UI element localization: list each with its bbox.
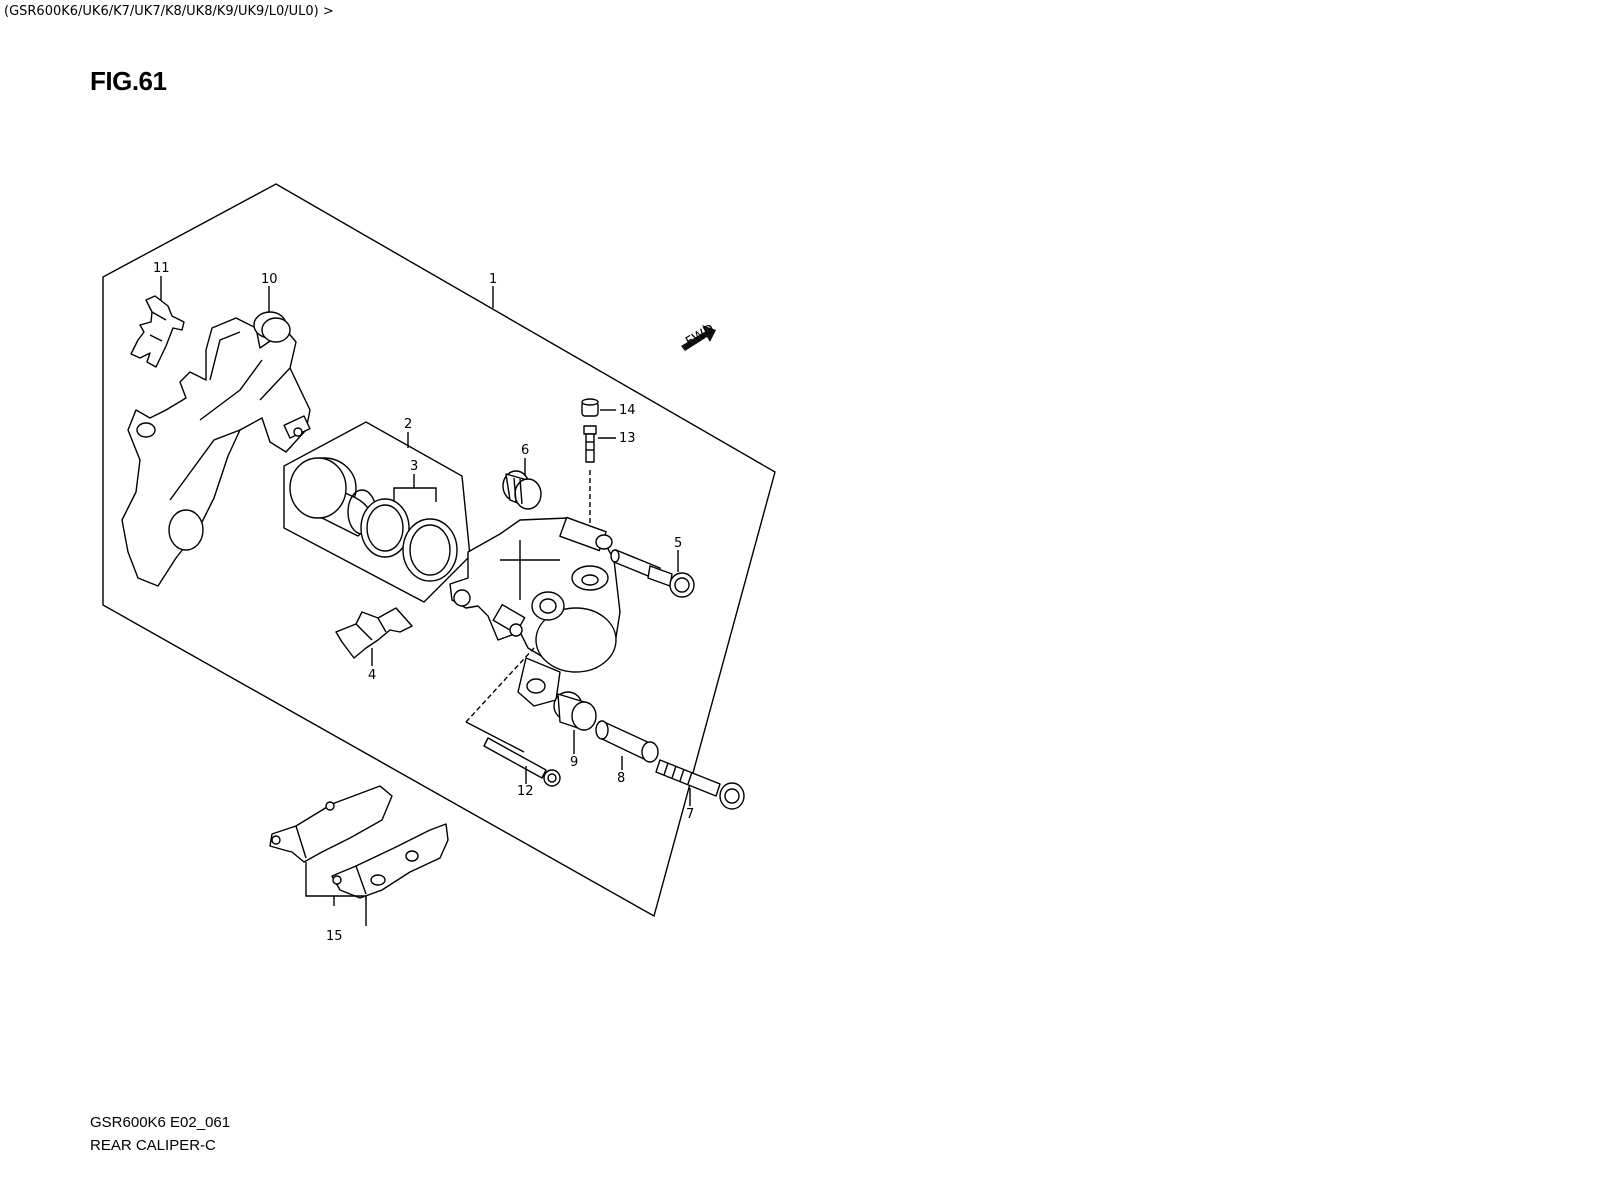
diagram-name: REAR CALIPER-C <box>90 1137 216 1154</box>
bleeder-cap-part <box>581 398 599 417</box>
dust-seal-part <box>402 518 458 582</box>
assembly-outline <box>102 183 776 918</box>
callout-1: 1 <box>489 272 497 287</box>
callout-15: 15 <box>326 929 343 944</box>
callout-13: 13 <box>619 431 636 446</box>
bleeder-valve-part <box>583 425 597 463</box>
sleeve-part <box>595 720 659 763</box>
callout-12: 12 <box>517 784 534 799</box>
pad-spring-clip-part <box>130 295 185 368</box>
callout-3: 3 <box>410 459 418 474</box>
callout-10: 10 <box>261 272 278 287</box>
piston-seal-part <box>360 498 410 558</box>
pad-retainer-spring-part <box>335 607 413 659</box>
callout-8: 8 <box>617 771 625 786</box>
pad-pin-part <box>483 737 561 787</box>
breadcrumb: (GSR600K6/UK6/K7/UK7/K8/UK8/K9/UK9/L0/UL… <box>4 4 334 19</box>
diagram-code: GSR600K6 E02_061 <box>90 1114 231 1131</box>
leader-lines <box>160 276 691 926</box>
callout-5: 5 <box>674 536 682 551</box>
callout-7: 7 <box>686 807 694 822</box>
figure-title: FIG.61 <box>90 66 167 96</box>
callout-9: 9 <box>570 755 578 770</box>
callout-4: 4 <box>368 668 376 683</box>
caliper-bracket-part <box>121 311 311 587</box>
fwd-label: FWD <box>683 322 717 350</box>
slide-pin-bolt-upper-part <box>610 549 695 598</box>
fwd-arrow-icon: FWD <box>681 322 717 351</box>
callouts: 1 2 3 4 5 6 7 8 9 10 11 12 13 14 15 <box>153 261 694 944</box>
callout-11: 11 <box>153 261 170 276</box>
brake-pad-rear-part <box>269 785 393 863</box>
caliper-body-part <box>449 516 621 707</box>
slide-pin-bolt-lower-part <box>655 759 745 810</box>
callout-14: 14 <box>619 403 636 418</box>
callout-6: 6 <box>521 443 529 458</box>
piston-part <box>289 457 377 537</box>
callout-2: 2 <box>404 417 412 432</box>
boot-lower-part <box>553 691 597 731</box>
boot-part <box>502 470 542 510</box>
